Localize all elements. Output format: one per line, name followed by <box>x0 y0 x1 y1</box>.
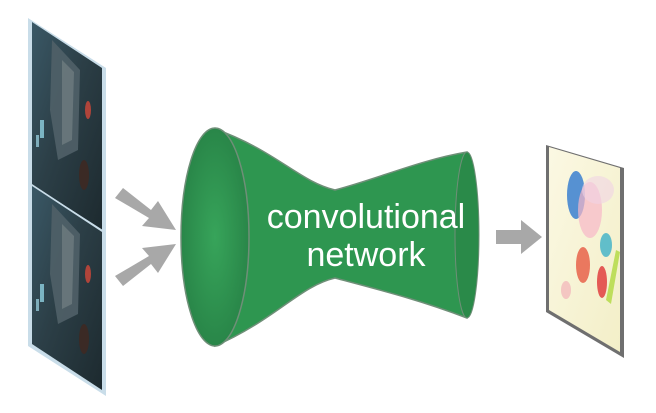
network-output-end <box>454 151 480 319</box>
convolutional-network: convolutional network <box>180 127 480 348</box>
flow-regions <box>561 171 620 304</box>
input-frame-1 <box>28 18 106 236</box>
network-label-line2: network <box>306 236 426 274</box>
frame-2-scene <box>36 204 91 354</box>
input-arrow-bottom <box>115 244 176 286</box>
network-input-cap <box>180 127 250 347</box>
input-frame-2 <box>28 182 106 396</box>
input-arrow-top <box>115 188 176 230</box>
network-label-line1: convolutional <box>267 198 465 236</box>
optical-flow-output <box>546 145 624 358</box>
frame-1-scene <box>36 40 91 190</box>
output-arrow <box>496 220 542 254</box>
